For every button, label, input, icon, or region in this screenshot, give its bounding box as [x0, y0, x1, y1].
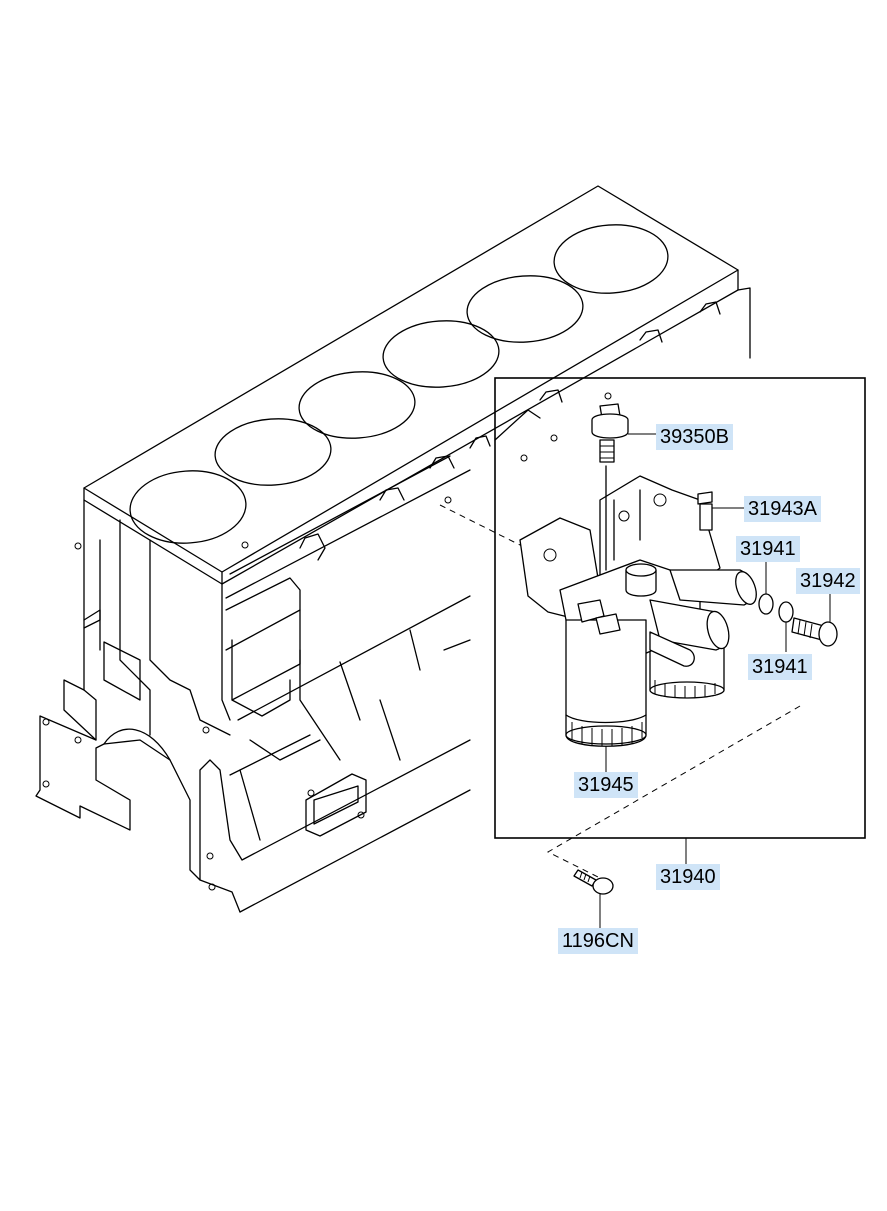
part-label-31940[interactable]: 31940 — [656, 864, 720, 890]
detail-frame — [494, 377, 866, 839]
part-label-31941-lower[interactable]: 31941 — [748, 654, 812, 680]
eye-bolt — [791, 594, 838, 647]
part-label-31945[interactable]: 31945 — [574, 772, 638, 798]
part-label-1196CN[interactable]: 1196CN — [558, 928, 638, 954]
part-label-31943A[interactable]: 31943A — [744, 496, 821, 522]
part-label-31941-upper[interactable]: 31941 — [736, 536, 800, 562]
mounting-bolt — [573, 869, 614, 928]
oil-pressure-sensor — [591, 403, 658, 463]
part-label-31942[interactable]: 31942 — [796, 568, 860, 594]
part-label-39350B[interactable]: 39350B — [656, 424, 733, 450]
o-rings — [758, 560, 794, 652]
engine-block — [35, 185, 751, 913]
oil-filter-assembly — [494, 392, 757, 747]
drain-plug — [697, 491, 744, 531]
